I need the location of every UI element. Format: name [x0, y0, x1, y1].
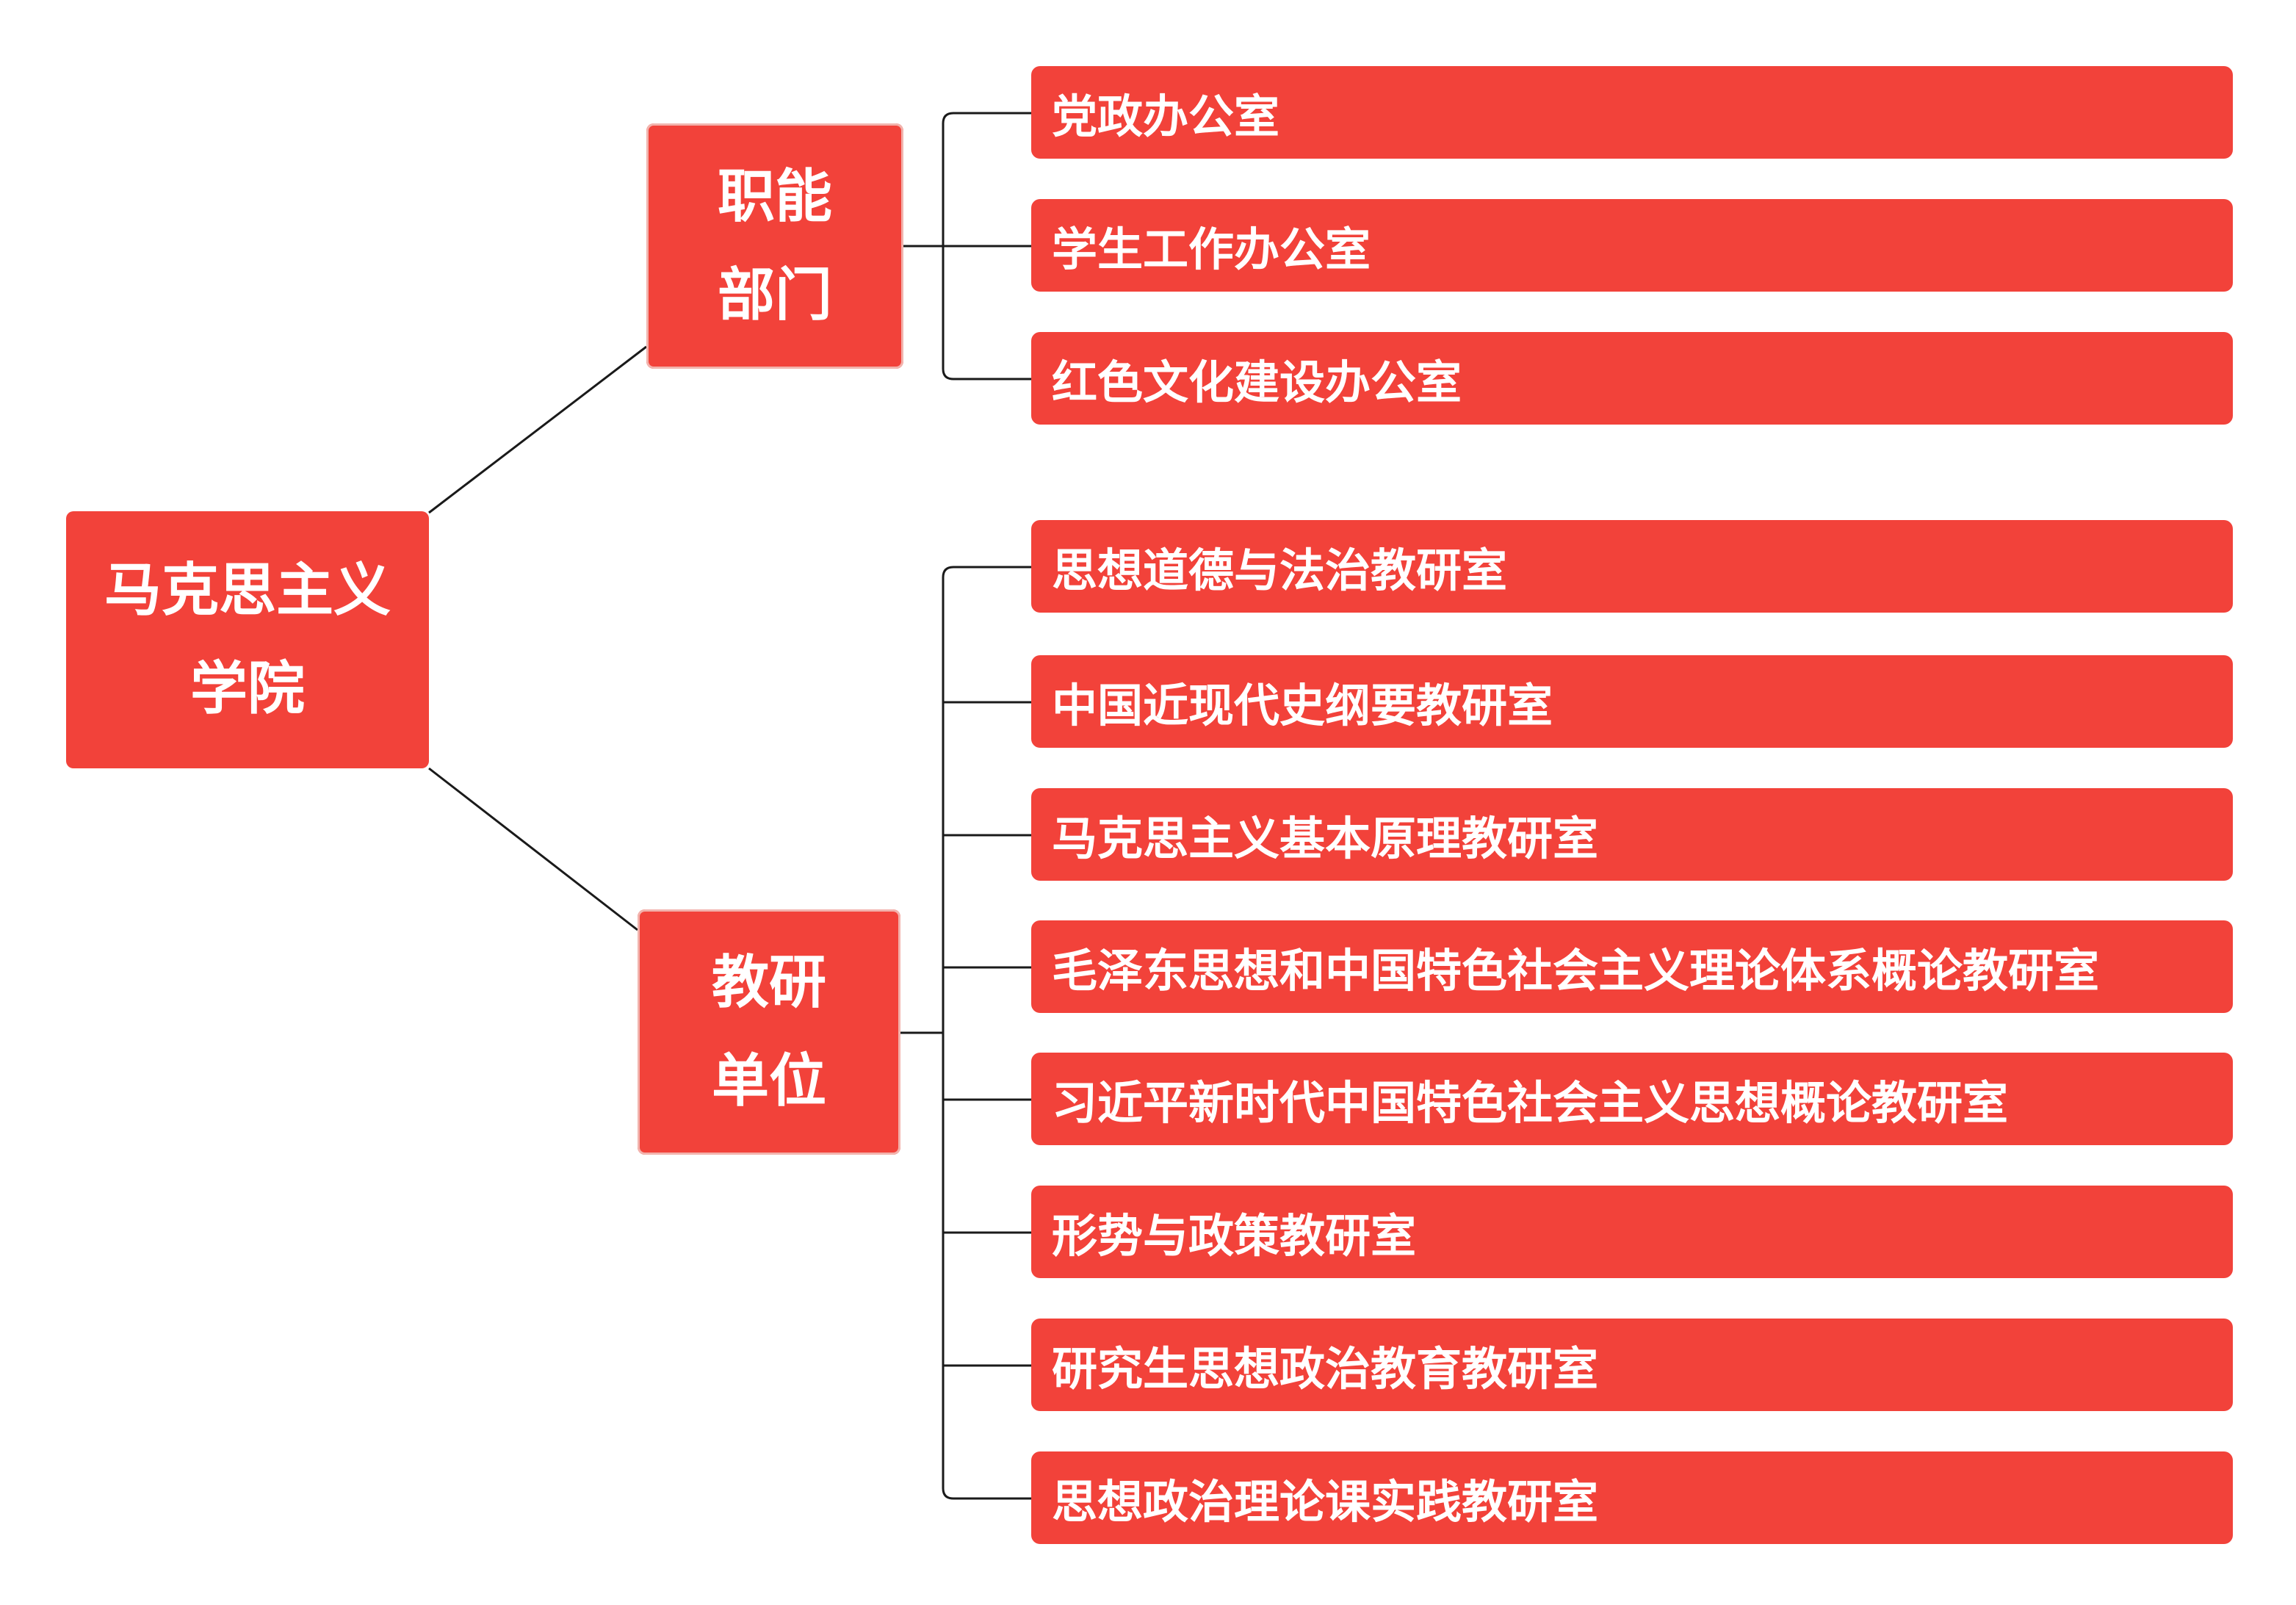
leaf-label: 马克思主义基本原理教研室 — [1052, 812, 1599, 865]
leaf-node: 马克思主义基本原理教研室 — [1031, 788, 2233, 881]
branch-node-functional-departments: 职能部门 — [646, 123, 903, 369]
leaf-label: 思想政治理论课实践教研室 — [1052, 1475, 1599, 1529]
leaf-label: 思想道德与法治教研室 — [1052, 544, 1508, 597]
leaf-node: 红色文化建设办公室 — [1031, 332, 2233, 425]
root-label: 马克思主义学院 — [104, 558, 391, 722]
connector-root-to-functional — [428, 345, 647, 514]
leaf-node: 习近平新时代中国特色社会主义思想概论教研室 — [1031, 1053, 2233, 1145]
leaf-node: 党政办公室 — [1031, 66, 2233, 159]
connector-teaching-bracket — [942, 566, 1031, 1500]
branch-label: 职能部门 — [717, 164, 832, 328]
leaf-label: 研究生思想政治教育教研室 — [1052, 1342, 1599, 1396]
leaf-label: 学生工作办公室 — [1052, 223, 1371, 276]
leaf-node: 思想政治理论课实践教研室 — [1031, 1451, 2233, 1544]
leaf-label: 毛泽东思想和中国特色社会主义理论体系概论教研室 — [1052, 944, 2100, 998]
branch-label: 教研单位 — [711, 950, 826, 1114]
leaf-node: 研究生思想政治教育教研室 — [1031, 1319, 2233, 1411]
leaf-label: 中国近现代史纲要教研室 — [1052, 679, 1553, 732]
leaf-node: 中国近现代史纲要教研室 — [1031, 655, 2233, 748]
leaf-label: 红色文化建设办公室 — [1052, 356, 1462, 409]
leaf-node: 学生工作办公室 — [1031, 199, 2233, 292]
connector-functional-bracket — [942, 112, 1031, 380]
leaf-node: 形势与政策教研室 — [1031, 1186, 2233, 1278]
root-node: 马克思主义学院 — [66, 511, 429, 768]
branch-node-teaching-units: 教研单位 — [638, 909, 900, 1155]
leaf-label: 党政办公室 — [1052, 90, 1280, 143]
leaf-node: 思想道德与法治教研室 — [1031, 520, 2233, 613]
leaf-node: 毛泽东思想和中国特色社会主义理论体系概论教研室 — [1031, 920, 2233, 1013]
connector-root-to-teaching — [428, 767, 638, 931]
leaf-label: 形势与政策教研室 — [1052, 1209, 1417, 1263]
leaf-label: 习近平新时代中国特色社会主义思想概论教研室 — [1052, 1076, 2009, 1130]
